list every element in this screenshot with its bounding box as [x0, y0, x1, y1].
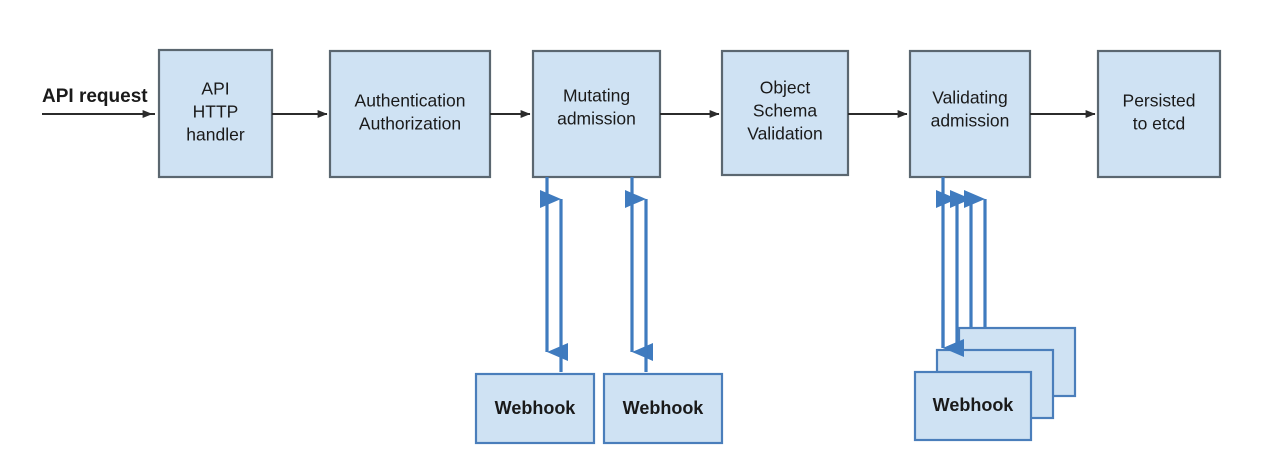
webhook-mutating-1: Webhook: [474, 372, 596, 445]
stage-box: [328, 49, 492, 179]
stage-label-line: Validating: [932, 88, 1008, 108]
stage-label-line: HTTP: [193, 102, 239, 122]
stage-box: [531, 49, 662, 179]
webhook-validating-stack: Webhook: [913, 326, 1077, 442]
stage-persisted-to-etcd: Persisted to etcd: [1096, 49, 1222, 179]
stage-api-http-handler: API HTTP handler: [157, 48, 274, 179]
stage-label-line: Validation: [747, 124, 823, 144]
stage-label-line: to etcd: [1133, 114, 1186, 134]
stage-label-line: admission: [557, 109, 636, 129]
stage-label-line: Mutating: [563, 86, 630, 106]
stage-object-schema-validation: Object Schema Validation: [720, 49, 850, 177]
webhook-label: Webhook: [495, 398, 577, 418]
entry-api-request: API request: [42, 86, 155, 118]
webhook-box-front: [913, 370, 1033, 442]
stage-mutating-admission: Mutating admission: [531, 49, 662, 179]
stage-label-line: Authentication: [355, 91, 466, 111]
stage-label-line: Schema: [753, 101, 817, 121]
entry-label-text: API request: [42, 86, 148, 107]
webhook-mutating-2: Webhook: [602, 372, 724, 445]
stage-box: [1096, 49, 1222, 179]
stage-authentication-authorization: Authentication Authorization: [328, 49, 492, 179]
stage-label-line: Persisted: [1123, 91, 1196, 111]
webhook-box: [474, 372, 596, 445]
webhook-label: Webhook: [933, 395, 1015, 415]
stage-label-line: admission: [931, 111, 1010, 131]
webhook-box: [602, 372, 724, 445]
stage-box: [720, 49, 850, 177]
webhook-label: Webhook: [623, 398, 705, 418]
connectors-mutating-webhooks: [540, 177, 653, 372]
stage-box: [157, 48, 274, 179]
stage-label-line: Object: [760, 78, 811, 98]
stage-label-line: Authorization: [359, 114, 461, 134]
stage-label-line: API: [201, 79, 229, 99]
stage-validating-admission: Validating admission: [908, 49, 1032, 179]
stage-label-line: handler: [186, 125, 245, 145]
